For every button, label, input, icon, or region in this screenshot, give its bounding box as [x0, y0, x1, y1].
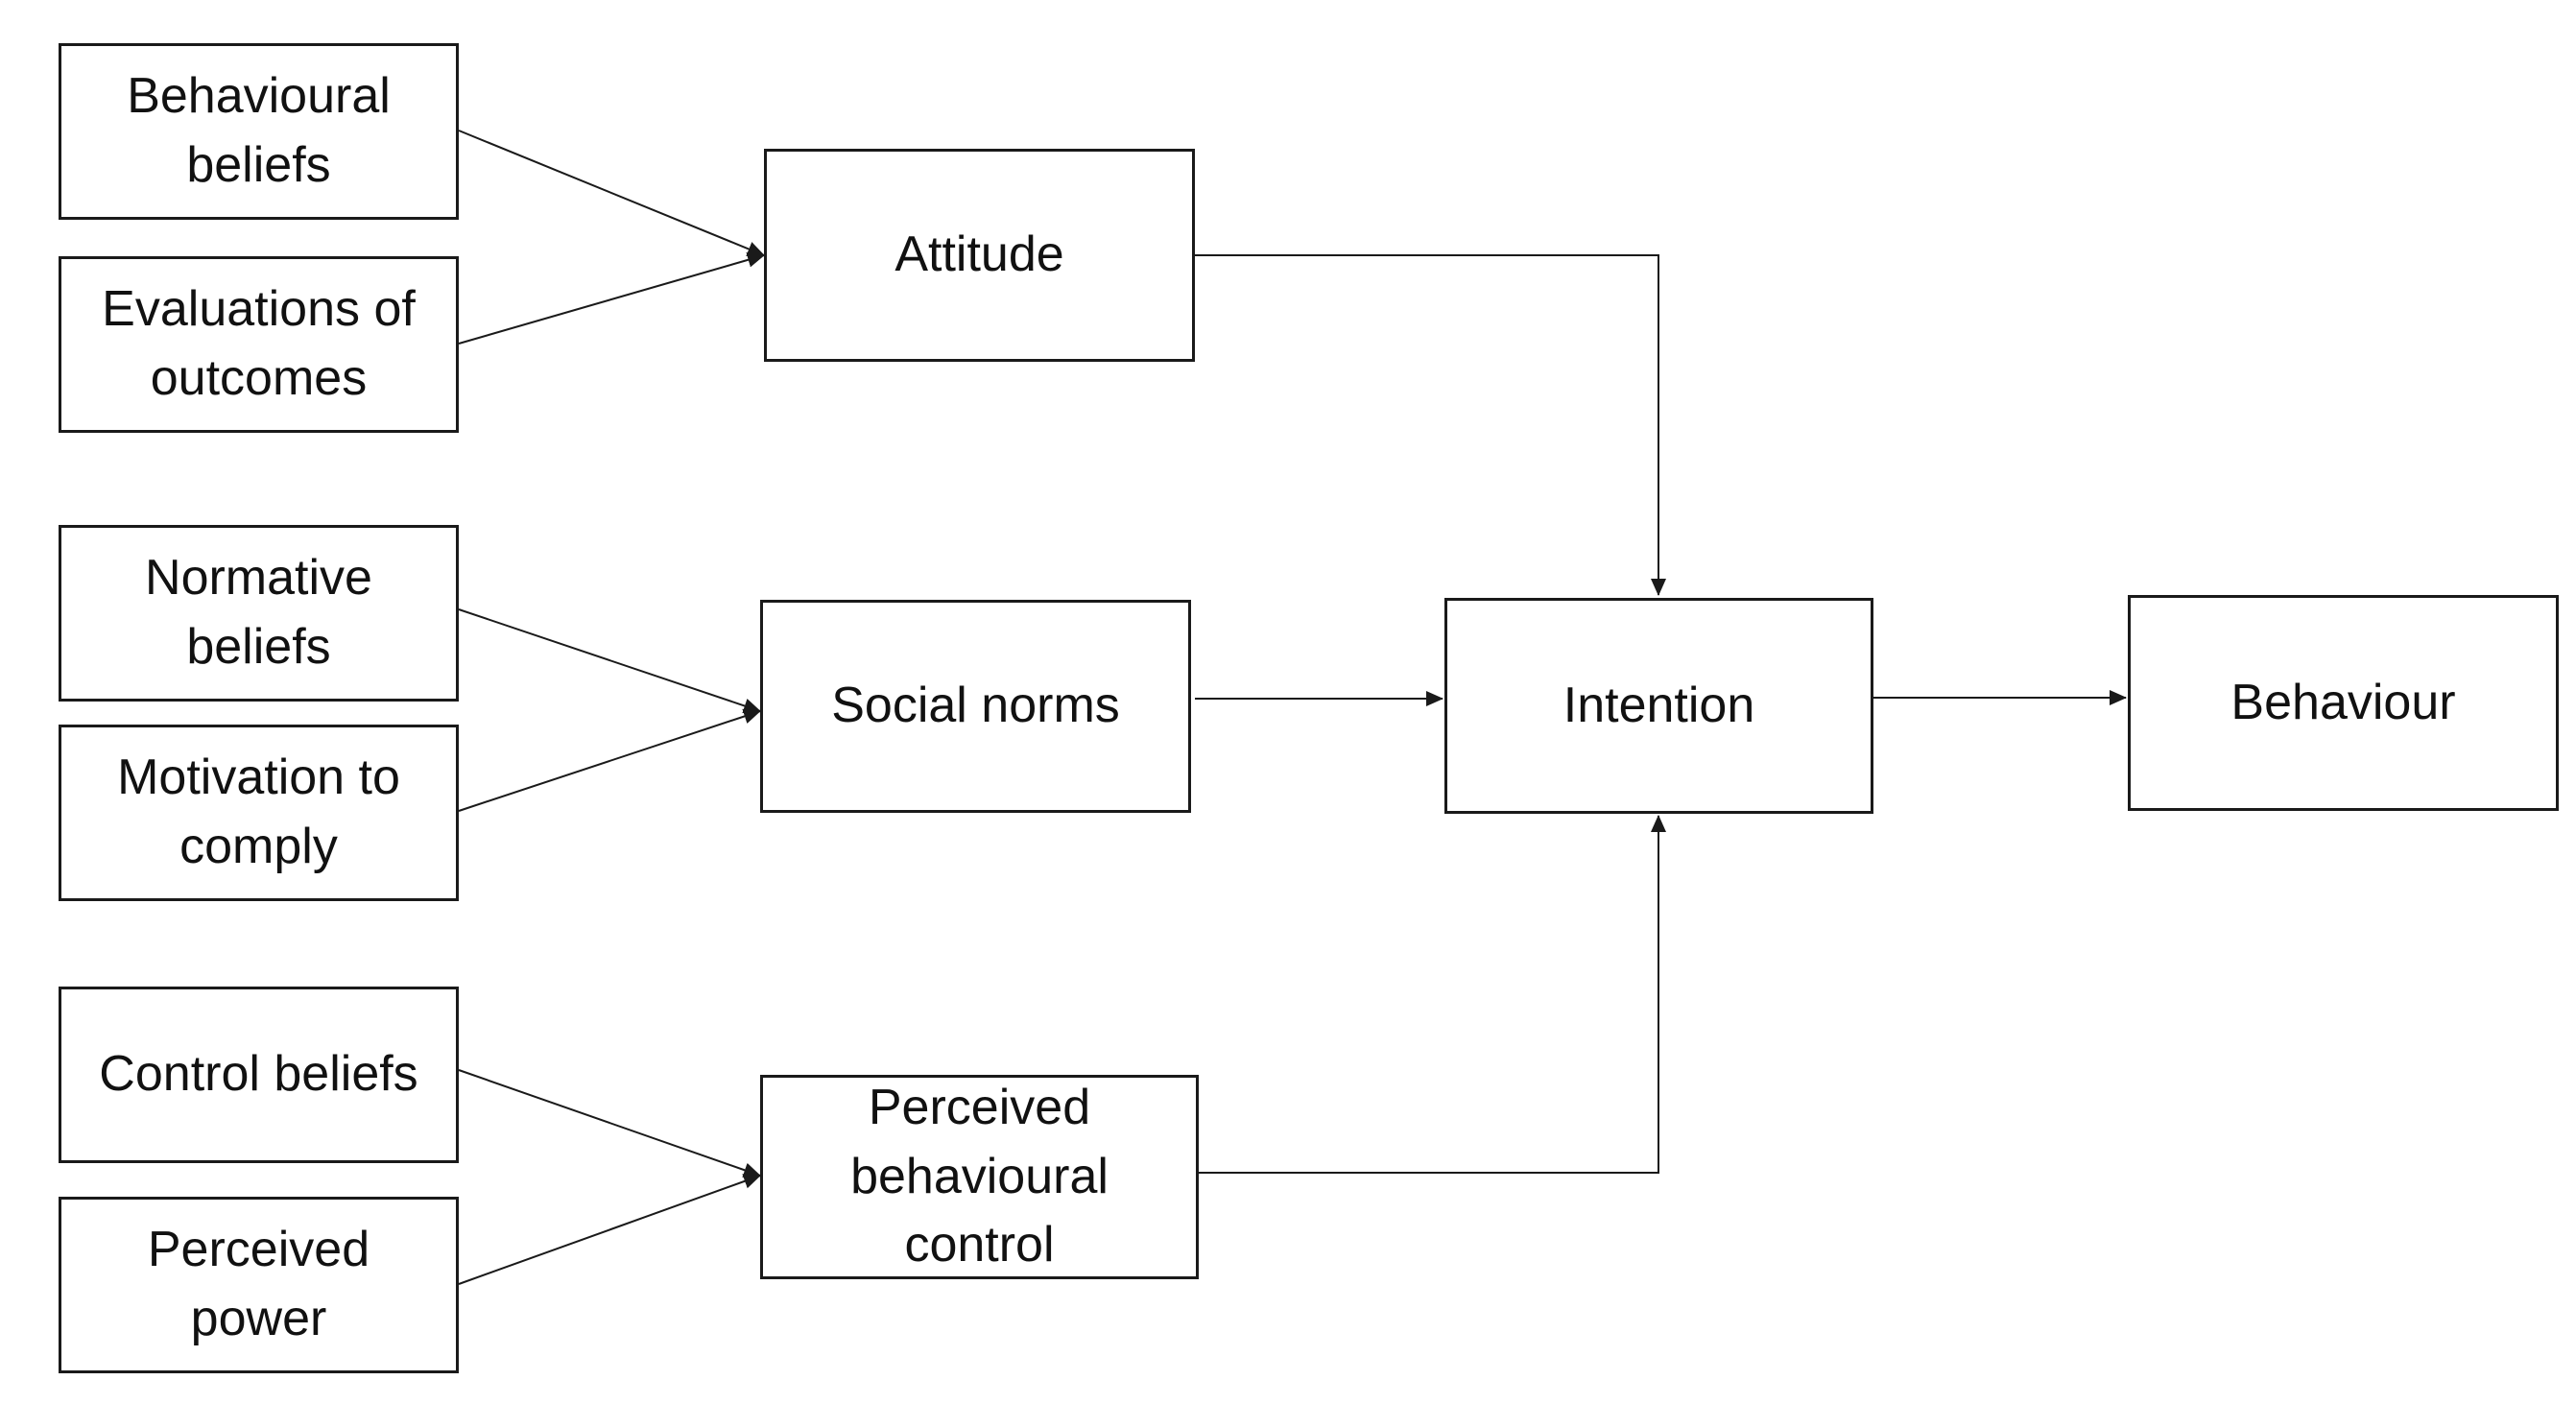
node-perceived-behavioural-control: Perceived behavioural control	[760, 1075, 1199, 1279]
node-behaviour: Behaviour	[2128, 595, 2559, 811]
node-attitude: Attitude	[764, 149, 1195, 362]
node-label: Normative beliefs	[145, 550, 372, 675]
node-label: Behavioural beliefs	[127, 68, 391, 193]
edge-perceived-power-to-pbc	[458, 1174, 761, 1285]
node-motivation-to-comply: Motivation to comply	[59, 725, 459, 901]
edge-control-beliefs-to-pbc	[458, 1069, 761, 1178]
node-label: Motivation to comply	[117, 750, 400, 874]
node-label: Social norms	[831, 678, 1120, 734]
node-social-norms: Social norms	[760, 600, 1191, 813]
edge-motivation-to-social-norms	[458, 708, 761, 812]
node-normative-beliefs: Normative beliefs	[59, 525, 459, 702]
node-label: Control beliefs	[99, 1046, 418, 1103]
node-label: Intention	[1562, 677, 1755, 733]
edge-evaluations-to-attitude	[458, 252, 765, 345]
node-evaluations-of-outcomes: Evaluations of outcomes	[59, 256, 459, 433]
node-label: Evaluations of outcomes	[102, 281, 416, 406]
node-intention: Intention	[1444, 598, 1873, 814]
edge-normative-beliefs-to-social-norms	[458, 608, 761, 714]
edge-pbc-to-intention	[1199, 815, 1666, 1174]
node-label: Attitude	[894, 226, 1064, 283]
node-label: Behaviour	[2230, 674, 2456, 730]
node-behavioural-beliefs: Behavioural beliefs	[59, 43, 459, 220]
node-perceived-power: Perceived power	[59, 1197, 459, 1373]
edge-attitude-to-intention	[1195, 254, 1666, 596]
edge-behavioural-beliefs-to-attitude	[458, 130, 765, 256]
node-control-beliefs: Control beliefs	[59, 987, 459, 1163]
node-label: Perceived behavioural control	[850, 1079, 1109, 1273]
node-label: Perceived power	[147, 1222, 370, 1346]
